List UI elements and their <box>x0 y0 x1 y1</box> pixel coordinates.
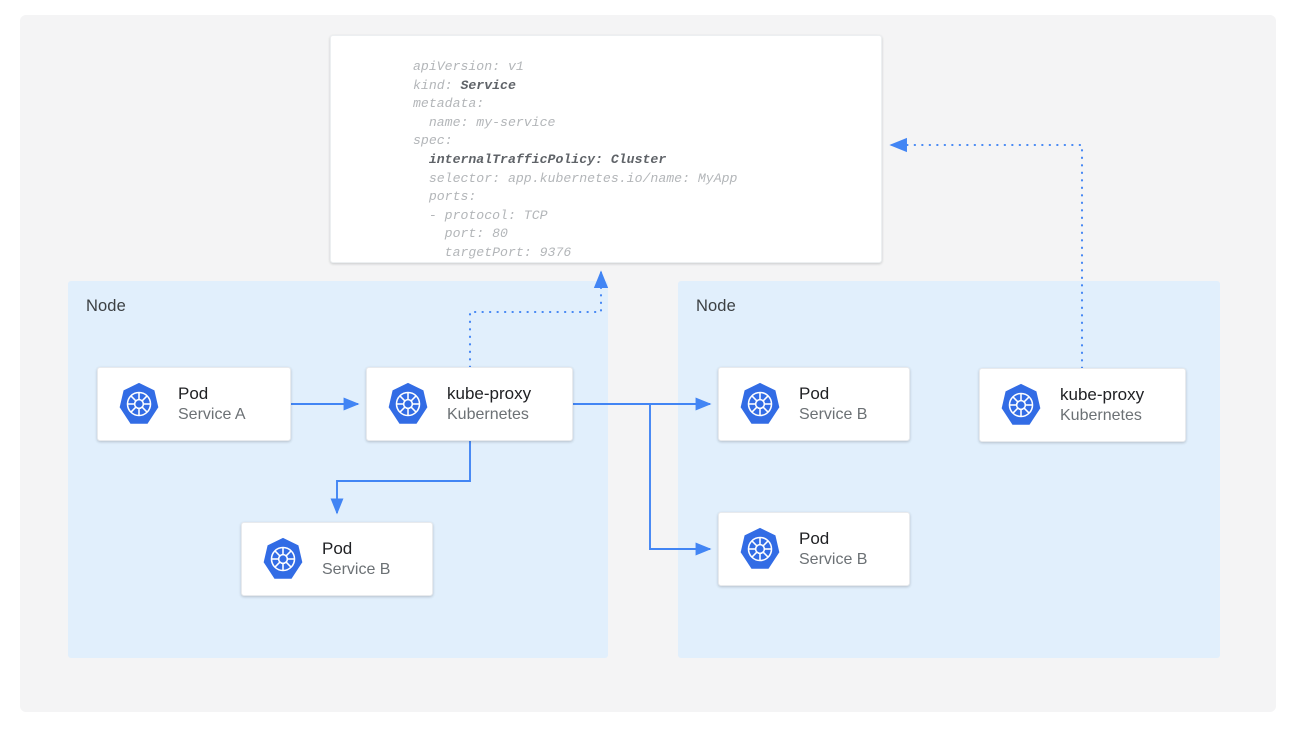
card-pod-service-b-right-bottom[interactable]: Pod Service B <box>718 512 910 586</box>
kubernetes-icon <box>388 382 428 424</box>
kubernetes-icon <box>740 382 780 424</box>
card-title: kube-proxy <box>447 383 532 403</box>
node-container-right <box>678 281 1220 658</box>
yaml-line: selector: app.kubernetes.io/name: MyApp <box>413 170 738 186</box>
yaml-internal-traffic-policy: internalTrafficPolicy: Cluster <box>413 151 667 167</box>
kubernetes-icon <box>263 537 303 579</box>
card-subtitle: Service B <box>799 405 868 423</box>
card-pod-service-a[interactable]: Pod Service A <box>97 367 291 441</box>
card-pod-service-b-left[interactable]: Pod Service B <box>241 522 433 596</box>
yaml-line: spec: <box>413 133 453 149</box>
card-kube-proxy-right[interactable]: kube-proxy Kubernetes <box>979 368 1186 442</box>
card-subtitle: Kubernetes <box>1060 406 1142 424</box>
yaml-line: apiVersion: v1 <box>413 59 524 74</box>
card-text: kube-proxy Kubernetes <box>1060 384 1144 426</box>
card-subtitle: Service A <box>178 405 246 423</box>
node-label-left: Node <box>86 297 126 315</box>
card-title: Pod <box>799 383 830 403</box>
card-title: Pod <box>799 528 830 548</box>
card-pod-service-b-right-top[interactable]: Pod Service B <box>718 367 910 441</box>
yaml-line: name: my-service <box>413 114 556 130</box>
kubernetes-icon <box>740 527 780 569</box>
service-manifest-code: apiVersion: v1 kind: Service metadata: nam… <box>413 58 738 262</box>
card-kube-proxy-left[interactable]: kube-proxy Kubernetes <box>366 367 573 441</box>
card-title: Pod <box>178 383 209 403</box>
card-text: Pod Service A <box>178 383 246 425</box>
card-title: Pod <box>322 538 353 558</box>
yaml-line: targetPort: 9376 <box>413 244 572 260</box>
card-subtitle: Service B <box>799 550 868 568</box>
node-container-left <box>68 281 608 658</box>
service-manifest-panel: apiVersion: v1 kind: Service metadata: nam… <box>330 35 882 263</box>
kubernetes-icon <box>1001 383 1041 425</box>
card-text: Pod Service B <box>799 383 867 425</box>
yaml-line: metadata: <box>413 96 485 112</box>
kubernetes-icon <box>119 382 159 424</box>
card-text: kube-proxy Kubernetes <box>447 383 531 425</box>
yaml-kind-value: Service <box>460 77 516 93</box>
card-subtitle: Service B <box>322 560 391 578</box>
yaml-line: port: 80 <box>413 226 508 242</box>
card-text: Pod Service B <box>799 528 867 570</box>
yaml-line: ports: <box>413 189 477 205</box>
card-text: Pod Service B <box>322 538 390 580</box>
yaml-line: - protocol: TCP <box>413 207 548 223</box>
card-subtitle: Kubernetes <box>447 405 529 423</box>
card-title: kube-proxy <box>1060 384 1145 404</box>
node-label-right: Node <box>696 297 736 315</box>
yaml-line: kind: Service <box>413 77 516 93</box>
